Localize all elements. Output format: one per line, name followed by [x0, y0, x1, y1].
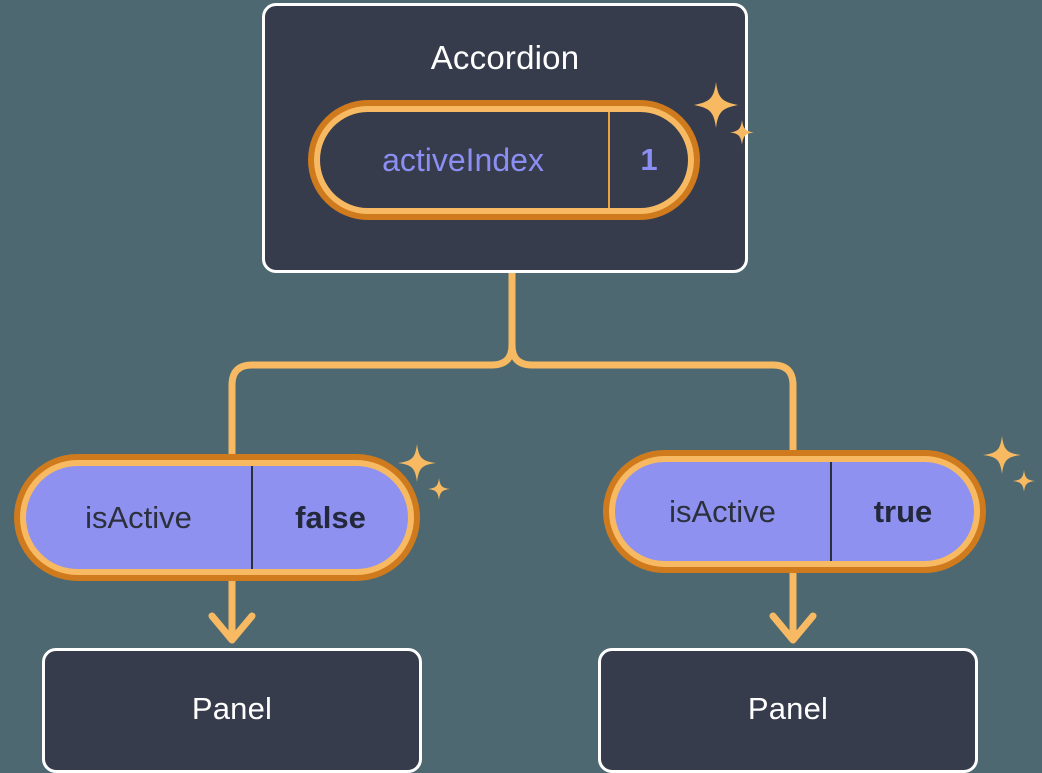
- state-pill-ring: isActive false: [20, 460, 414, 575]
- state-value-is-active-right: true: [873, 493, 933, 529]
- arrow-left-state-to-panel: [208, 574, 256, 644]
- state-pill-is-active-false[interactable]: isActive false: [14, 454, 420, 581]
- arrow-right-state-to-panel: [769, 566, 817, 644]
- state-value-active-index: 1: [640, 142, 658, 177]
- state-value-is-active-left: false: [295, 499, 366, 535]
- state-pill-body: isActive false: [26, 466, 408, 569]
- state-pill-divider: [251, 466, 253, 569]
- panel-left-title: Panel: [191, 691, 273, 726]
- state-key-is-active-left: isActive: [85, 499, 192, 535]
- component-node-panel-left[interactable]: Panel: [42, 648, 422, 773]
- accordion-title: Accordion: [430, 39, 580, 76]
- panel-right-title: Panel: [747, 691, 829, 726]
- state-pill-body: isActive true: [615, 462, 974, 561]
- state-pill-active-index[interactable]: activeIndex 1: [308, 100, 700, 220]
- state-pill-is-active-true[interactable]: isActive true: [603, 450, 986, 573]
- connector-root-to-branches: [228, 269, 797, 460]
- component-node-panel-right[interactable]: Panel: [598, 648, 978, 773]
- sparkle-icon: [983, 436, 1035, 492]
- state-key-active-index: activeIndex: [320, 112, 610, 208]
- state-pill-ring: activeIndex 1: [314, 106, 694, 214]
- state-pill-body: activeIndex 1: [320, 112, 688, 208]
- state-key-is-active-right: isActive: [669, 493, 776, 529]
- state-pill-divider: [830, 462, 832, 561]
- state-pill-ring: isActive true: [609, 456, 980, 567]
